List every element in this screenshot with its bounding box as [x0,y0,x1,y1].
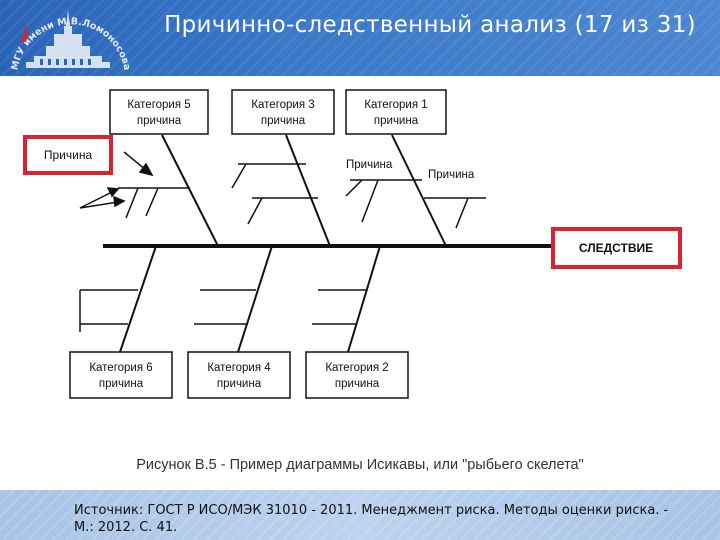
category-box-bottom-2: Категория 2 причина [305,351,409,399]
category-box-top-3: Категория 3 причина [231,89,335,135]
ishikawa-diagram: Категория 5 причина Категория 3 причина … [23,89,682,473]
category-label: Категория 4 [207,362,271,374]
category-box-bottom-4: Категория 4 причина [187,351,291,399]
slide-title: Причинно-следственный анализ (17 из 31) [164,12,696,38]
category-sublabel: причина [137,115,182,127]
slide-footer: Источник: ГОСТ Р ИСО/МЭК 31010 - 2011. М… [0,490,720,540]
header-pattern [0,0,720,76]
cause-inline-label: Причина [428,169,475,181]
category-label: Категория 2 [325,362,388,374]
category-box-bottom-6: Категория 6 причина [69,351,173,399]
cause-highlight-box: Причина [23,135,113,175]
effect-label: СЛЕДСТВИЕ [579,241,653,255]
category-label: Категория 3 [251,99,314,111]
figure-caption: Рисунок В.5 - Пример диаграммы Исикавы, … [136,457,584,473]
cause-arrows [79,151,154,209]
effect-highlight-box: СЛЕДСТВИЕ [551,227,682,269]
category-label: Категория 1 [364,99,427,111]
cause-label: Причина [44,148,93,162]
msu-logo: МГУ имени М.В.Ломоносова [10,10,132,71]
bone-bottom-2 [237,245,273,353]
category-sublabel: причина [335,378,380,390]
category-label: Категория 5 [127,99,190,111]
category-box-top-5: Категория 5 причина [109,89,209,135]
category-sublabel: причина [374,115,419,127]
category-sublabel: причина [217,378,262,390]
cause-inline-label: Причина [346,159,393,171]
bone-bottom-3 [347,245,381,353]
bone-top-1 [161,134,219,247]
bone-top-2 [285,134,331,247]
bone-top-3 [391,134,447,247]
category-box-top-1: Категория 1 причина [345,89,447,135]
category-sublabel: причина [261,115,306,127]
category-label: Категория 6 [89,362,152,374]
source-citation: Источник: ГОСТ Р ИСО/МЭК 31010 - 2011. М… [74,503,669,535]
bone-bottom-1 [119,245,157,353]
footer-pattern [0,490,720,540]
category-sublabel: причина [99,378,144,390]
slide-header: МГУ имени М.В.Ломоносова Причинно-следст… [0,0,720,76]
